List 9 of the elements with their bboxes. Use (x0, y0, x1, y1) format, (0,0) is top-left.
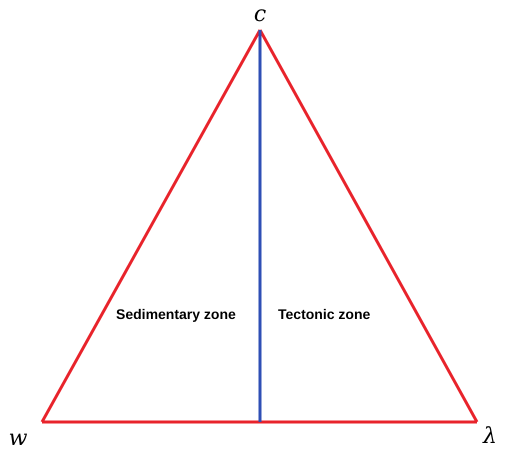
vertex-label: λ (480, 426, 500, 448)
triangle-side (40, 29, 262, 423)
vertex-label: w (8, 428, 28, 450)
zone-label: Sedimentary zone (116, 306, 236, 322)
triangle-side (42, 420, 477, 424)
vertex-label: c (250, 4, 270, 26)
triangle-side (258, 29, 478, 423)
divider-line (258, 30, 262, 422)
zone-label: Tectonic zone (278, 306, 370, 322)
